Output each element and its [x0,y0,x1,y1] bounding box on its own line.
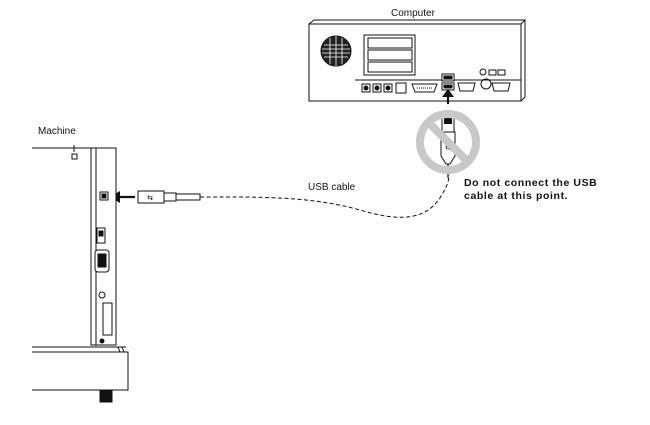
usb-cable-label: USB cable [308,182,356,193]
warning-line-1: Do not connect the USB [464,177,598,189]
computer-usb-ports [441,73,455,91]
computer-label: Computer [391,8,435,19]
arrow-to-computer [442,89,454,104]
machine-label: Machine [38,126,76,137]
svg-text:⇆: ⇆ [445,144,451,152]
network-port [395,82,407,94]
machine-side-view [32,145,129,403]
prohibition-icon [416,110,480,174]
parallel-port [411,83,438,93]
usb-cable-line [199,174,450,218]
machine-usb-plug: ⇆ [137,190,201,204]
audio-jacks [361,83,393,93]
computer-rear-panel [308,19,526,102]
svg-text:⇆: ⇆ [147,194,153,202]
fan-grille [320,35,352,67]
expansion-slots [363,34,416,76]
warning-text: Do not connect the USB cable at this poi… [464,177,597,203]
warning-line-2: cable at this point. [464,190,569,202]
serial-ports [457,68,511,92]
